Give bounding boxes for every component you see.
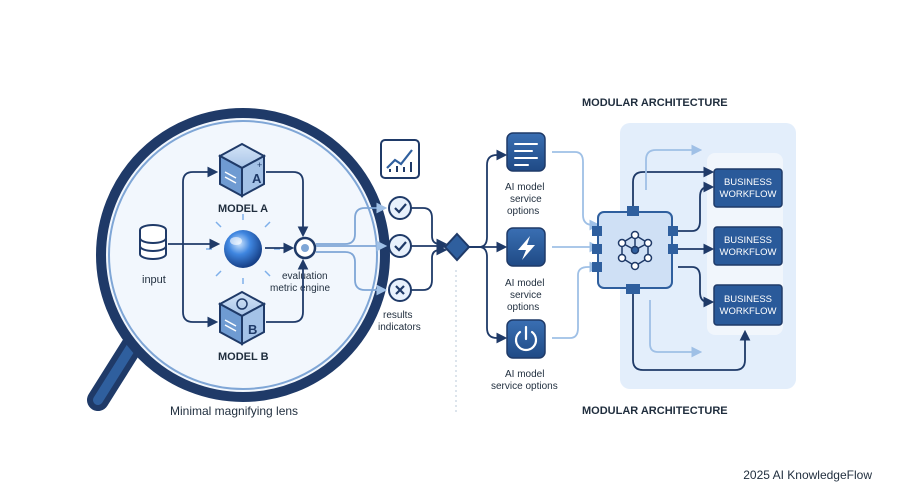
check-icon: [388, 196, 412, 220]
service-mid-line1: AI model: [505, 278, 544, 289]
service-bot-line1: AI model: [505, 369, 544, 380]
business-workflow-box-2: BUSINESS WORKFLOW: [713, 226, 783, 266]
modular-architecture-title-bottom: MODULAR ARCHITECTURE: [582, 405, 728, 417]
service-bot-line2: service options: [491, 381, 558, 392]
list-icon: [514, 143, 538, 166]
service-tile-bottom: [506, 319, 546, 359]
workflow-1-line1: BUSINESS: [724, 177, 772, 188]
cube-b-letter: B: [248, 322, 257, 337]
service-tile-middle: [506, 227, 546, 267]
workflow-2-line2: WORKFLOW: [720, 247, 777, 258]
svg-text:+: +: [257, 160, 262, 170]
decision-diamond-icon: [443, 232, 471, 262]
x-icon: [388, 278, 412, 302]
services-to-hub-connectors: [552, 151, 601, 339]
footer-credit: 2025 AI KnowledgeFlow: [743, 468, 872, 482]
cube-a-icon: A +: [217, 142, 267, 198]
lens-caption: Minimal magnifying lens: [170, 404, 298, 418]
service-mid-line2: service: [510, 290, 542, 301]
workflow-1-line2: WORKFLOW: [720, 189, 777, 200]
evaluation-label-line1: evaluation: [282, 271, 328, 282]
workflow-3-line2: WORKFLOW: [720, 306, 777, 317]
results-to-diamond-connectors: [411, 207, 448, 291]
cube-b-icon: B: [217, 290, 267, 346]
business-workflow-box-3: BUSINESS WORKFLOW: [713, 284, 783, 326]
results-label-line1: results: [383, 310, 412, 321]
feedback-connectors: [645, 144, 703, 358]
workflow-3-line1: BUSINESS: [724, 294, 772, 305]
service-tile-top: [506, 132, 546, 172]
lens-connectors: [168, 166, 309, 328]
hub-to-workflow-connectors: [632, 166, 751, 371]
glowing-sphere-icon: [206, 214, 280, 284]
evaluation-label-line2: metric engine: [270, 283, 330, 294]
model-a-label: MODEL A: [218, 203, 268, 215]
service-top-line2: service: [510, 194, 542, 205]
line-chart-icon: [380, 139, 420, 179]
lightning-icon: [518, 236, 535, 260]
business-workflow-box-1: BUSINESS WORKFLOW: [713, 168, 783, 208]
diamond-to-services-connectors: [469, 149, 508, 344]
service-top-line3: options: [507, 206, 539, 217]
service-mid-line3: options: [507, 302, 539, 313]
cube-a-letter: A: [252, 171, 262, 186]
database-icon: [139, 224, 167, 260]
network-hub-icon: [592, 206, 678, 294]
workflow-2-line1: BUSINESS: [724, 235, 772, 246]
evaluation-to-results-connectors: [316, 202, 388, 296]
modular-architecture-title-top: MODULAR ARCHITECTURE: [582, 97, 728, 109]
service-top-line1: AI model: [505, 182, 544, 193]
power-icon: [514, 325, 538, 352]
model-b-label: MODEL B: [218, 351, 269, 363]
results-label-line2: indicators: [378, 322, 421, 333]
evaluation-node: [293, 236, 317, 260]
check-icon: [388, 234, 412, 258]
input-label: input: [142, 274, 166, 286]
